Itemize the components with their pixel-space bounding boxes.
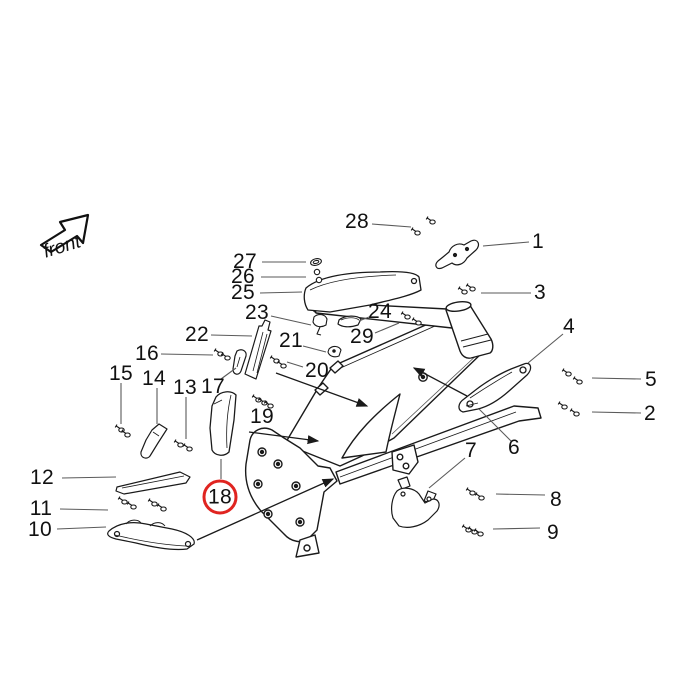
leader-line-part-10 xyxy=(56,526,107,530)
leader-line-part-11 xyxy=(59,508,109,511)
part-14-bracket-drawing xyxy=(140,423,168,459)
leader-line-part-29 xyxy=(374,322,400,334)
leader-line-part-19 xyxy=(248,431,320,445)
leader-line-part-6 xyxy=(412,367,468,397)
leader-line-part-20 xyxy=(275,372,369,407)
leader-line-part-1 xyxy=(482,241,530,247)
part-12-blade-drawing xyxy=(115,471,191,495)
leader-line-part-16 xyxy=(160,353,214,356)
leader-line-part-6 xyxy=(478,408,512,442)
leader-line-part-2 xyxy=(591,411,642,414)
leader-line-part-21 xyxy=(302,345,327,353)
leader-line-part-24 xyxy=(358,316,370,322)
part-1-drawing xyxy=(435,239,480,270)
leader-line-part-7 xyxy=(428,457,466,489)
front-direction-arrow-icon xyxy=(39,213,90,254)
front-direction-indicator: front xyxy=(36,208,116,274)
leader-line-part-5 xyxy=(591,377,642,380)
part-25-cover-drawing xyxy=(303,271,422,313)
leader-line-part-12 xyxy=(61,476,117,479)
leader-lines xyxy=(56,223,642,541)
leader-line-part-22 xyxy=(210,334,253,337)
part-4-6-bracket-drawing xyxy=(458,362,532,413)
leader-line-part-17 xyxy=(220,367,237,380)
part-26-rings-drawing xyxy=(313,268,323,284)
part-24-pad-drawing xyxy=(337,315,362,328)
leader-line-part-9 xyxy=(492,527,541,530)
part-7-guard-drawing xyxy=(391,476,440,528)
leader-line-part-20 xyxy=(286,361,304,368)
leader-line-part-23 xyxy=(270,315,312,326)
part-22-rail-drawing xyxy=(244,319,272,380)
part-27-washer-drawing xyxy=(310,258,322,266)
leader-line-part-28 xyxy=(371,223,412,228)
leader-line-part-8 xyxy=(495,493,546,496)
part-17-plate-drawing xyxy=(232,349,247,375)
leader-line-part-4 xyxy=(527,333,564,364)
part-21-clip-drawing xyxy=(327,345,342,358)
leader-line-part-25 xyxy=(259,291,303,294)
part-23-clip-drawing xyxy=(312,314,328,336)
leader-line-part-10 xyxy=(196,478,335,541)
part-10-skidplate-drawing xyxy=(107,519,195,551)
part-18-cover-drawing xyxy=(209,391,237,456)
